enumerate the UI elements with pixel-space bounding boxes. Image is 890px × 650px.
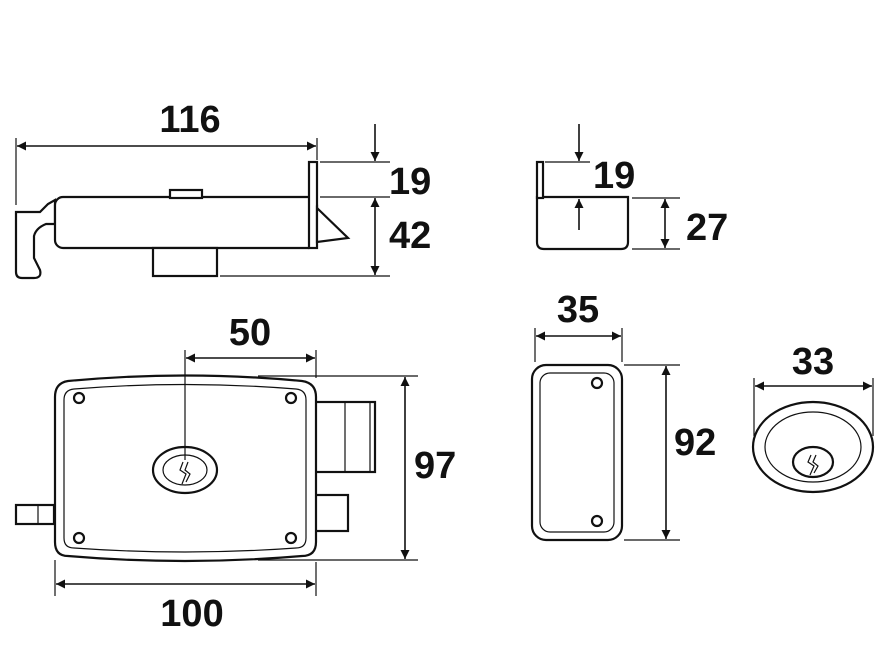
screw-top-left	[72, 391, 86, 405]
dim-label-116: 116	[159, 99, 220, 141]
dim-label-27: 27	[686, 207, 728, 249]
left-bolt	[14, 503, 56, 526]
strike-plate-inner	[539, 372, 615, 533]
lock-case-inner	[63, 383, 307, 553]
side-body	[535, 195, 630, 251]
plate-screw-top	[590, 376, 604, 390]
angled-bolt	[315, 205, 351, 244]
screw-top-right	[284, 391, 298, 405]
dim-label-19-top: 19	[389, 161, 431, 203]
latch-hook	[14, 198, 57, 280]
strike-plate-view: 35 92	[530, 289, 716, 542]
dim-label-97: 97	[414, 445, 456, 487]
side-flange	[535, 160, 545, 200]
front-view: 50 97 100	[14, 312, 456, 635]
cylinder-rose-view: 33	[751, 341, 875, 494]
dim-label-50: 50	[229, 312, 271, 354]
strike-plate-outer	[530, 363, 624, 542]
side-view: 19 27	[535, 124, 728, 251]
screw-bottom-left	[72, 531, 86, 545]
keyhole-icon	[179, 461, 191, 485]
dim-label-100: 100	[160, 593, 223, 635]
dim-label-19-side: 19	[593, 155, 635, 197]
rose-middle	[764, 411, 862, 483]
right-flange	[307, 160, 319, 250]
dim-label-92: 92	[674, 422, 716, 464]
plate-screw-bottom	[590, 514, 604, 528]
top-tab	[168, 188, 204, 200]
latch-lower	[313, 493, 350, 533]
top-view: 116 19 42	[14, 99, 431, 280]
dim-label-35: 35	[557, 289, 599, 331]
rose-keyhole-icon	[807, 454, 819, 476]
screw-bottom-right	[284, 531, 298, 545]
dim-label-42: 42	[389, 215, 431, 257]
dim-label-33: 33	[792, 341, 834, 383]
lock-body-top	[53, 195, 319, 250]
cylinder-protrusion	[151, 246, 219, 278]
